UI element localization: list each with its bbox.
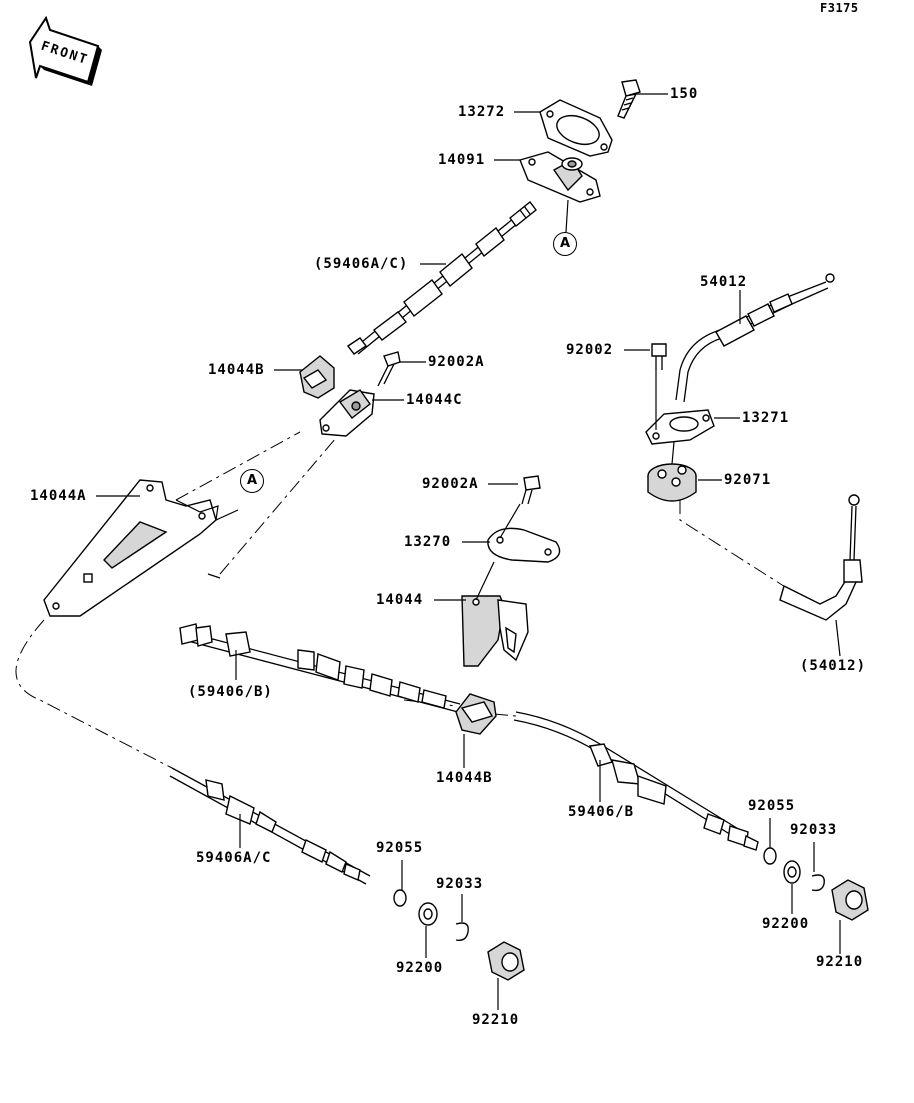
label-92055-left: 92055 (376, 840, 424, 856)
nut-92210-right (831, 879, 869, 921)
label-92002: 92002 (566, 342, 614, 358)
label-59406ac: 59406A/C (196, 850, 272, 866)
cable-59406b-left (179, 623, 461, 713)
screw-92002a-top (377, 351, 401, 387)
bracket-14044 (461, 595, 529, 667)
nut-92210-left (487, 941, 525, 981)
cable-59406ac-lower (169, 767, 371, 885)
cable-59406ac-upper (346, 201, 537, 355)
cable-54012-lower (779, 494, 863, 621)
bracket-14044b-bottom (455, 693, 497, 735)
label-14044b-bottom: 14044B (436, 770, 493, 786)
lockwasher-92033-right (811, 874, 825, 892)
label-150: 150 (670, 86, 699, 102)
lockwasher-92033-left (455, 922, 469, 942)
label-92200-left: 92200 (396, 960, 444, 976)
label-54012: 54012 (700, 274, 748, 290)
label-92002a-top: 92002A (428, 354, 485, 370)
label-92071: 92071 (724, 472, 772, 488)
screw-92002a-mid (521, 475, 541, 505)
leader-lines (96, 93, 841, 1010)
label-92210-right: 92210 (816, 954, 864, 970)
front-arrow-icon (28, 15, 102, 86)
bracket-14044a (43, 479, 217, 617)
label-13271: 13271 (742, 410, 790, 426)
cable-59406b-right (513, 711, 759, 851)
label-92002a-mid: 92002A (422, 476, 479, 492)
figure-code: F3175 (820, 1, 859, 15)
grommet-92071 (647, 463, 697, 502)
plate-13271 (645, 409, 715, 445)
label-92200-right: 92200 (762, 916, 810, 932)
label-14044b-top: 14044B (208, 362, 265, 378)
washer-92200-left (418, 902, 438, 926)
callout-a-bracket: A (240, 469, 264, 493)
bracket-14044c (319, 389, 375, 437)
washer-92200-right (783, 860, 801, 884)
label-92055-right: 92055 (748, 798, 796, 814)
label-92033-left: 92033 (436, 876, 484, 892)
cable-holder-plate-14091 (519, 151, 601, 203)
gasket-13272 (539, 99, 613, 157)
oring-92055-left (393, 889, 407, 907)
label-13272: 13272 (458, 104, 506, 120)
label-54012-paren: (54012) (800, 658, 867, 674)
screw-92002 (651, 343, 667, 370)
cable-54012 (675, 273, 835, 403)
callout-a-top: A (553, 232, 577, 256)
label-14044: 14044 (376, 592, 424, 608)
oring-92055-right (763, 847, 777, 865)
bolt-150 (617, 79, 641, 119)
bracket-14044b-top (299, 355, 335, 399)
label-92033-right: 92033 (790, 822, 838, 838)
label-14091: 14091 (438, 152, 486, 168)
label-14044a: 14044A (30, 488, 87, 504)
label-59406b-paren: (59406/B) (188, 684, 273, 700)
label-59406ac-paren: (59406A/C) (314, 256, 409, 272)
label-14044c: 14044C (406, 392, 463, 408)
label-13270: 13270 (404, 534, 452, 550)
label-92210-left: 92210 (472, 1012, 520, 1028)
label-59406b: 59406/B (568, 804, 635, 820)
plate-13270 (487, 527, 561, 563)
